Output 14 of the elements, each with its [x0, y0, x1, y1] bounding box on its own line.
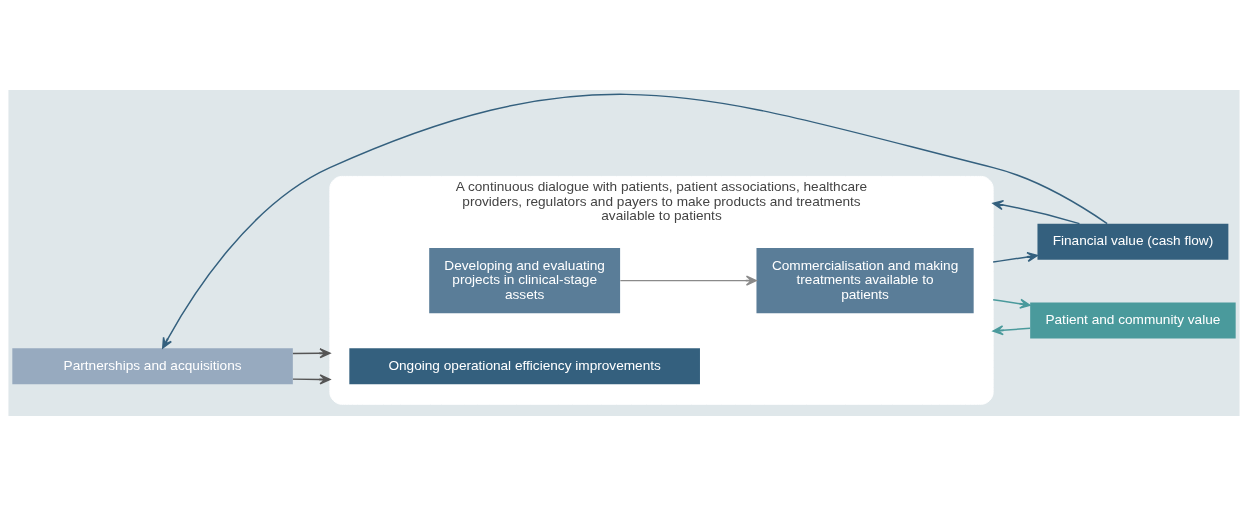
node-box: Financial value (cash flow): [1037, 223, 1229, 260]
node-box: Ongoing operational efficiency improvements: [349, 347, 700, 384]
node-box: Commercialisation and making treatments available to patients: [756, 247, 974, 313]
node-box: Patient and community value: [1030, 302, 1236, 339]
arrow: [292, 373, 331, 385]
arrow: [992, 251, 1038, 263]
node-box: Partnerships and acquisitions: [12, 347, 293, 384]
arrow: [162, 93, 1108, 349]
arrow: [992, 199, 1081, 224]
node-box: Developing and evaluating projects in clinical-stage assets: [429, 247, 621, 313]
arrow: [992, 324, 1031, 335]
arrow: [619, 275, 757, 286]
arrow: [992, 298, 1031, 309]
arrow: [292, 347, 331, 358]
